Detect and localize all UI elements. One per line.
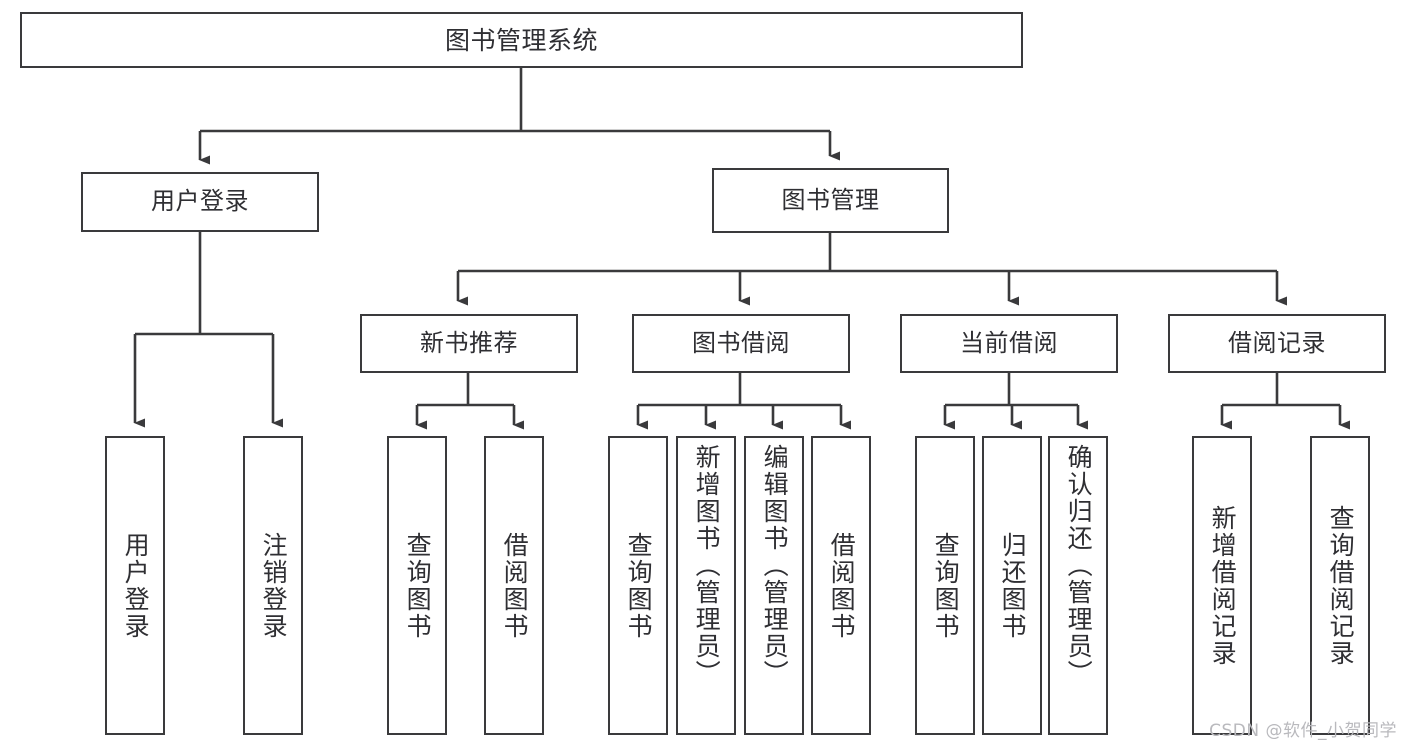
node-current-borrow[interactable]: 当前借阅 xyxy=(900,314,1118,373)
leaf-user-login-logout[interactable]: 注销登录 xyxy=(243,436,303,735)
node-user-login[interactable]: 用户登录 xyxy=(81,172,319,232)
node-label: 当前借阅 xyxy=(960,328,1058,357)
leaf-new-book-query-book[interactable]: 查询图书 xyxy=(387,436,447,735)
node-label: 编辑图书（管理员） xyxy=(760,444,790,687)
node-label: 查询图书 xyxy=(931,531,961,640)
node-label: 借阅记录 xyxy=(1228,328,1326,357)
leaf-book-borrow-edit-book[interactable]: 编辑图书（管理员） xyxy=(744,436,804,735)
node-root-system[interactable]: 图书管理系统 xyxy=(20,12,1023,68)
leaf-current-borrow-return-book[interactable]: 归还图书 xyxy=(982,436,1042,735)
leaf-book-borrow-query-book[interactable]: 查询图书 xyxy=(608,436,668,735)
node-label: 查询图书 xyxy=(624,531,654,640)
node-label: 注销登录 xyxy=(259,531,289,640)
node-new-book-recommend[interactable]: 新书推荐 xyxy=(360,314,578,373)
leaf-user-login-login[interactable]: 用户登录 xyxy=(105,436,165,735)
node-label: 查询图书 xyxy=(403,531,433,640)
node-book-borrow[interactable]: 图书借阅 xyxy=(632,314,850,373)
leaf-new-book-borrow-book[interactable]: 借阅图书 xyxy=(484,436,544,735)
node-book-management[interactable]: 图书管理 xyxy=(712,168,949,233)
leaf-current-borrow-query-book[interactable]: 查询图书 xyxy=(915,436,975,735)
node-label: 图书管理系统 xyxy=(444,25,598,55)
node-label: 借阅图书 xyxy=(827,531,857,640)
leaf-borrow-record-add-record[interactable]: 新增借阅记录 xyxy=(1192,436,1252,735)
node-label: 确认归还（管理员） xyxy=(1064,444,1094,687)
watermark-text: CSDN @软件_小贺同学 xyxy=(1209,721,1397,741)
node-label: 归还图书 xyxy=(998,531,1028,640)
node-label: 新增图书（管理员） xyxy=(692,444,722,687)
node-label: 图书管理 xyxy=(781,185,880,214)
node-label: 用户登录 xyxy=(121,531,151,640)
node-label: 借阅图书 xyxy=(500,531,530,640)
node-label: 新书推荐 xyxy=(420,328,518,357)
leaf-borrow-record-query-record[interactable]: 查询借阅记录 xyxy=(1310,436,1370,735)
node-label: 图书借阅 xyxy=(692,328,790,357)
node-borrow-record[interactable]: 借阅记录 xyxy=(1168,314,1386,373)
node-label: 用户登录 xyxy=(151,187,249,216)
leaf-book-borrow-add-book[interactable]: 新增图书（管理员） xyxy=(676,436,736,735)
leaf-current-borrow-confirm-return[interactable]: 确认归还（管理员） xyxy=(1048,436,1108,735)
node-label: 查询借阅记录 xyxy=(1326,504,1356,667)
node-label: 新增借阅记录 xyxy=(1208,504,1238,667)
leaf-book-borrow-borrow-book[interactable]: 借阅图书 xyxy=(811,436,871,735)
